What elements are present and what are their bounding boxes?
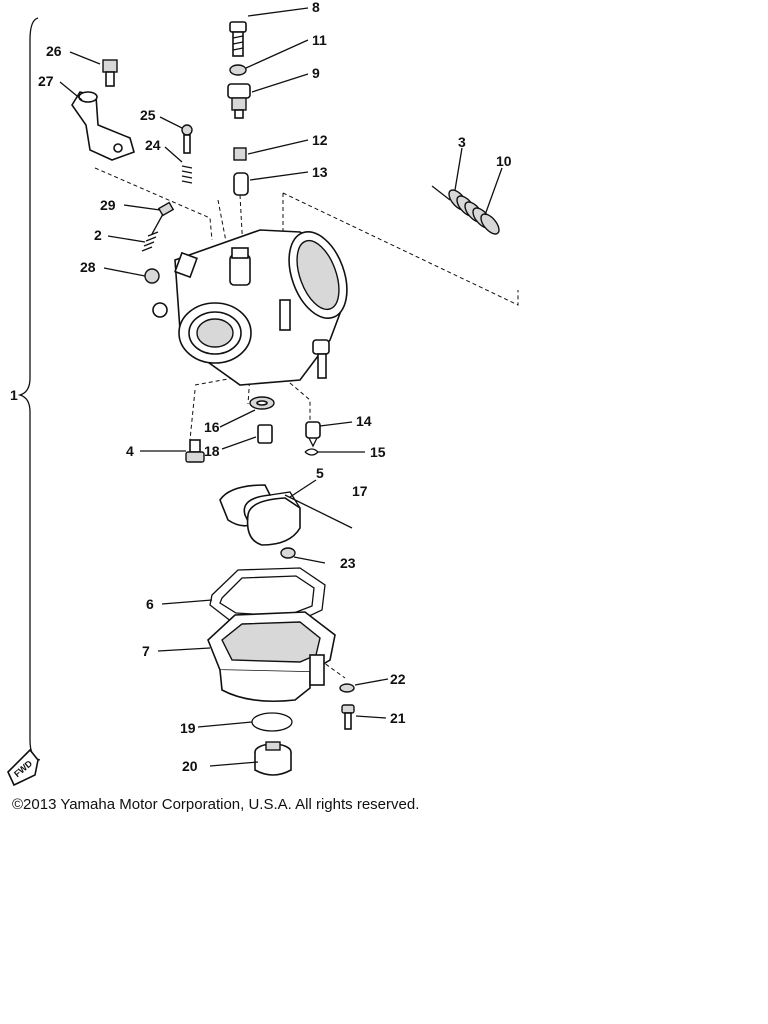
label-27: 27 <box>38 73 54 89</box>
label-28: 28 <box>80 259 96 275</box>
label-26: 26 <box>46 43 62 59</box>
part-29-screw <box>151 201 175 235</box>
part-10-hose-spring <box>448 189 500 235</box>
part-8-screw <box>229 21 247 57</box>
part-11-nut <box>229 64 247 76</box>
label-10: 10 <box>496 153 512 169</box>
part-16-washer <box>249 396 275 410</box>
label-17: 17 <box>352 483 368 499</box>
part-15-clip <box>304 448 319 456</box>
part-21-screw <box>341 704 355 730</box>
label-16: 16 <box>204 419 220 435</box>
leader-lines <box>59 7 503 767</box>
label-7: 7 <box>142 643 150 659</box>
part-22-washer <box>339 683 355 693</box>
part-28-nut <box>144 268 160 284</box>
label-3: 3 <box>458 134 466 150</box>
label-4: 4 <box>126 443 134 459</box>
label-22: 22 <box>390 671 406 687</box>
exploded-parts-diagram: FWD 8 11 9 12 13 26 <box>7 0 521 787</box>
label-23: 23 <box>340 555 356 571</box>
part-2-spring <box>141 231 159 252</box>
label-19: 19 <box>180 720 196 736</box>
part-14-needle-valve <box>305 421 321 448</box>
label-13: 13 <box>312 164 328 180</box>
part-18-jet <box>257 424 273 444</box>
label-25: 25 <box>140 107 156 123</box>
part-7-float-bowl <box>207 611 336 703</box>
part-19-o-ring <box>251 712 293 732</box>
label-15: 15 <box>370 444 386 460</box>
label-20: 20 <box>182 758 198 774</box>
part-25-screw <box>181 124 193 154</box>
label-29: 29 <box>100 197 116 213</box>
part-20-drain-plug <box>254 741 292 776</box>
part-23-screw <box>280 547 296 559</box>
label-1: 1 <box>10 387 18 403</box>
label-12: 12 <box>312 132 328 148</box>
part-5-float <box>219 484 301 546</box>
carburetor-body <box>152 229 348 386</box>
label-11: 11 <box>312 32 327 48</box>
part-27-bracket <box>71 91 135 161</box>
part-13-jet <box>233 172 249 196</box>
part-24-spring <box>181 165 193 184</box>
part-3-fuel-hose <box>416 183 521 282</box>
part-12-jet <box>233 147 247 161</box>
label-2: 2 <box>94 227 102 243</box>
label-5: 5 <box>316 465 324 481</box>
label-6: 6 <box>146 596 154 612</box>
label-24: 24 <box>145 137 161 153</box>
part-9-valve <box>227 83 251 119</box>
part-4-screw <box>185 439 205 463</box>
assembly-bracket <box>17 17 41 761</box>
label-21: 21 <box>390 710 406 726</box>
part-26-bolt <box>102 59 118 87</box>
label-18: 18 <box>204 443 220 459</box>
label-8: 8 <box>312 0 320 15</box>
part-17-pin <box>284 494 353 529</box>
label-14: 14 <box>356 413 372 429</box>
label-9: 9 <box>312 65 320 81</box>
part-labels: 8 11 9 12 13 26 27 25 24 3 10 29 2 28 1 … <box>10 0 512 774</box>
part-6-gasket <box>209 567 326 626</box>
copyright-notice: ©2013 Yamaha Motor Corporation, U.S.A. A… <box>12 796 420 813</box>
fwd-arrow-icon: FWD <box>7 748 39 787</box>
